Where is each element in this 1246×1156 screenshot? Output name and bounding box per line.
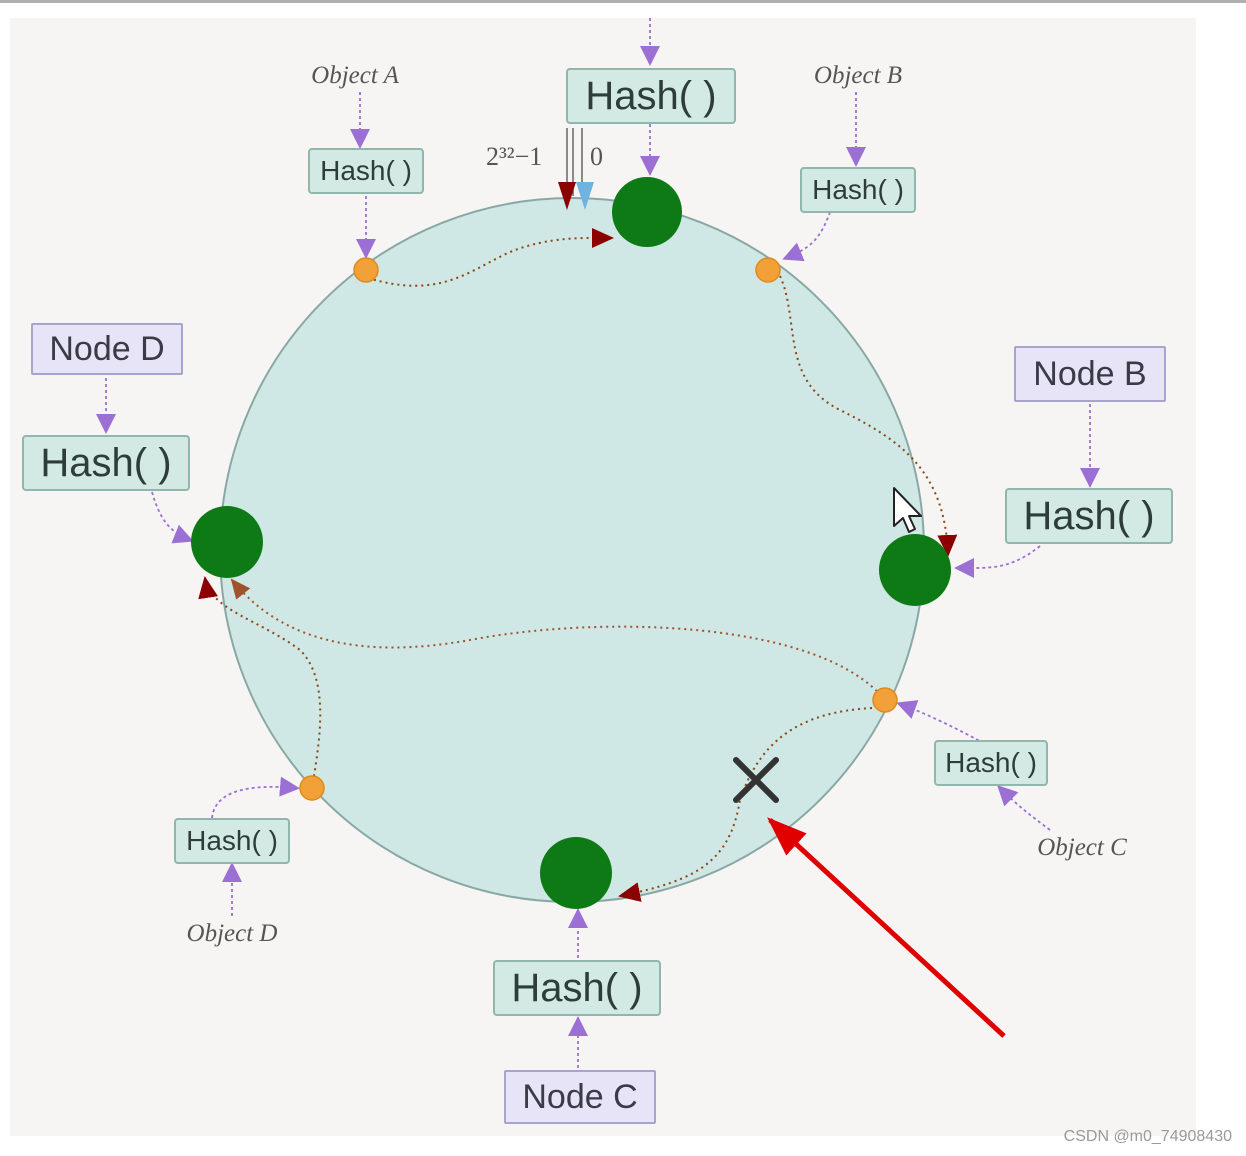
object-d-label: Object D — [186, 920, 278, 947]
ring-zero-label: 0 — [590, 142, 603, 171]
object-c-label: Object C — [1037, 834, 1127, 861]
node-b-box: Node B — [1014, 346, 1166, 402]
hash-box-object-c: Hash( ) — [934, 740, 1048, 786]
object-to-node-paths — [198, 227, 958, 902]
hash-box-object-d: Hash( ) — [174, 818, 290, 864]
object-hash-points — [299, 257, 898, 801]
hash-box-top: Hash( ) — [566, 68, 736, 124]
mouse-cursor-icon — [893, 487, 922, 533]
top-border — [0, 0, 1246, 3]
hash-box-object-a: Hash( ) — [308, 148, 424, 194]
object-b-label: Object B — [813, 62, 903, 89]
hash-box-node-d: Hash( ) — [22, 435, 190, 491]
server-nodes — [191, 177, 951, 909]
node-c-box: Node C — [504, 1070, 656, 1124]
watermark: CSDN @m0_74908430 — [1063, 1128, 1232, 1145]
removed-node-x-mark — [733, 757, 779, 803]
object-a-label: Object A — [311, 62, 399, 89]
ring-max-label: 2³²−1 — [486, 142, 543, 171]
node-d-box: Node D — [31, 323, 183, 375]
ring-boundary-markers — [558, 128, 594, 210]
hash-box-object-b: Hash( ) — [800, 167, 916, 213]
annotation-arrow — [767, 817, 1006, 1038]
hash-box-node-b: Hash( ) — [1005, 488, 1173, 544]
hash-ring — [219, 197, 925, 903]
hash-box-node-c: Hash( ) — [493, 960, 661, 1016]
